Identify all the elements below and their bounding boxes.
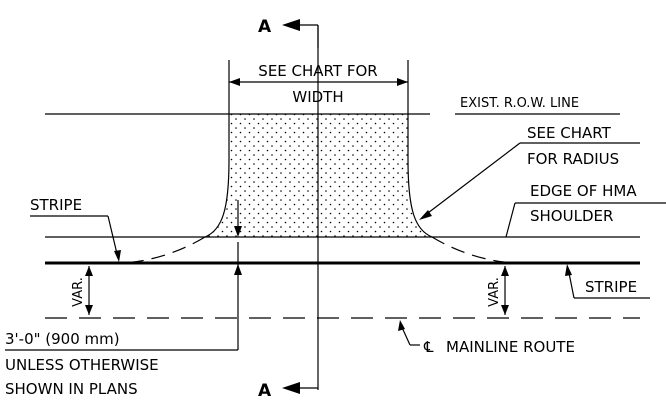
width-label-line1: SEE CHART FOR <box>258 62 377 80</box>
edge-label-line2: SHOULDER <box>530 207 613 225</box>
offset-label-line2: UNLESS OTHERWISE <box>5 356 159 374</box>
width-arrow-left <box>229 78 240 86</box>
var-label-left: VAR. <box>71 277 86 307</box>
offset-label-line1: 3'-0" (900 mm) <box>5 330 120 348</box>
centerline-symbol: ℄ <box>423 338 434 356</box>
section-marker-bottom: A <box>258 381 272 400</box>
radius-dashed-left <box>119 236 206 264</box>
offset-arrow-shoulder <box>234 226 242 237</box>
centerline-label: MAINLINE ROUTE <box>446 338 575 356</box>
centerline-arrow <box>398 320 405 331</box>
radius-dashed-right <box>431 236 518 264</box>
radius-leader <box>423 142 521 217</box>
width-arrow-right <box>397 78 408 86</box>
section-marker-top: A <box>258 17 272 37</box>
var-label-right: VAR. <box>487 277 502 307</box>
edge-label-line1: EDGE OF HMA <box>530 182 637 200</box>
radius-label-line2: FOR RADIUS <box>527 150 619 168</box>
stripe-left-arrow <box>114 250 121 262</box>
stripe-right-label: STRIPE <box>585 278 637 296</box>
radius-leader-arrow <box>419 210 432 220</box>
radius-label-line1: SEE CHART <box>527 124 612 142</box>
var-right-arrow-bottom <box>501 305 509 315</box>
var-left-arrow-top <box>85 266 93 276</box>
var-left-arrow-bottom <box>85 305 93 315</box>
offset-label-line3: SHOWN IN PLANS <box>5 380 138 398</box>
var-right-arrow-top <box>501 266 509 276</box>
width-label-line2: WIDTH <box>292 88 343 106</box>
section-arrow-top <box>282 19 300 31</box>
stripe-right-arrow <box>565 264 572 276</box>
stripe-left-label: STRIPE <box>30 196 82 214</box>
approach-edge-right <box>407 114 433 238</box>
offset-arrow-stripe <box>234 264 242 275</box>
row-line-label: EXIST. R.O.W. LINE <box>460 96 579 111</box>
edge-leader <box>505 202 516 238</box>
approach-edge-left <box>204 114 230 238</box>
section-arrow-bottom <box>282 382 300 394</box>
